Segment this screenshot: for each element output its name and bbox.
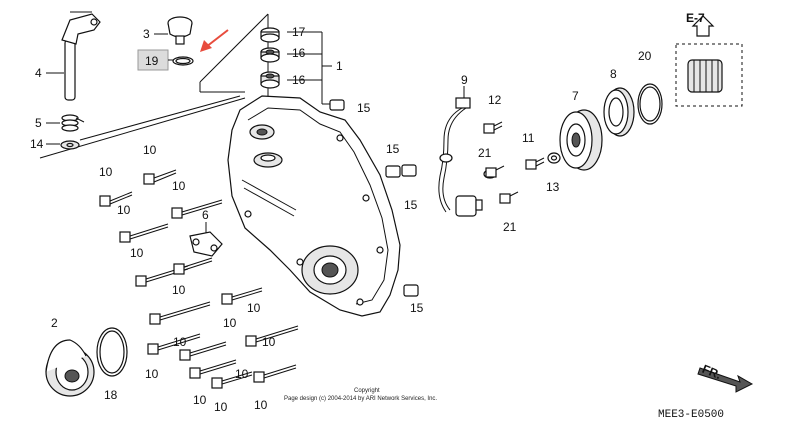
- label-10c: 10: [172, 179, 186, 193]
- small-bolts: [483, 121, 545, 204]
- label-10h: 10: [223, 316, 237, 330]
- cover-bolts: [99, 169, 299, 389]
- label-7: 7: [572, 89, 579, 103]
- seal-16b: [260, 71, 280, 89]
- label-16a: 16: [292, 46, 306, 60]
- label-11: 11: [522, 131, 535, 145]
- callout-labels: 1 2 3 4 5 6 7 8 9 10 10 10 10 10 10 10 1…: [30, 25, 652, 414]
- label-ticks: [46, 33, 168, 145]
- label-13: 13: [546, 180, 560, 194]
- crankcase-cover: [227, 95, 401, 317]
- label-10f: 10: [172, 283, 186, 297]
- label-21a: 21: [478, 146, 492, 160]
- label-6: 6: [202, 208, 209, 222]
- label-10l: 10: [235, 367, 249, 381]
- label-10a: 10: [143, 143, 157, 157]
- label-15c: 15: [404, 198, 418, 212]
- label-3: 3: [143, 27, 150, 41]
- label-10i: 10: [173, 335, 187, 349]
- ref-label: E-7: [686, 11, 705, 25]
- oil-filler-cap: [167, 16, 193, 45]
- label-10b: 10: [99, 165, 113, 179]
- label-19: 19: [145, 54, 159, 68]
- washer-13: [547, 152, 561, 164]
- label-15b: 15: [386, 142, 400, 156]
- label-21b: 21: [503, 220, 517, 234]
- callout-19-highlight: 19: [137, 49, 174, 71]
- return-spring: [61, 114, 85, 132]
- label-10k: 10: [145, 367, 159, 381]
- label-9: 9: [461, 73, 468, 87]
- diagram-code: MEE3-E0500: [658, 409, 724, 421]
- seal-16a: [260, 47, 280, 63]
- label-14: 14: [30, 137, 44, 151]
- label-8: 8: [610, 67, 617, 81]
- front-label: FR.: [700, 362, 723, 382]
- cap-17: [260, 27, 280, 43]
- label-10j: 10: [262, 335, 276, 349]
- label-18: 18: [104, 388, 118, 402]
- label-17: 17: [292, 25, 306, 39]
- generator-cover: [45, 339, 95, 397]
- label-10o: 10: [254, 398, 268, 412]
- label-20: 20: [638, 49, 652, 63]
- label-10d: 10: [117, 203, 131, 217]
- label-16b: 16: [292, 73, 306, 87]
- label-1: 1: [336, 59, 343, 73]
- washer-14: [60, 140, 80, 150]
- label-15a: 15: [357, 101, 371, 115]
- label-10e: 10: [130, 246, 144, 260]
- copyright-line2: Page design (c) 2004-2014 by ARI Network…: [284, 396, 437, 402]
- label-15d: 15: [410, 301, 424, 315]
- starter-clutch: [559, 109, 603, 171]
- shift-spindle: [61, 13, 101, 101]
- dowel-pins: [329, 99, 419, 297]
- gasket-18: [96, 327, 128, 377]
- label-5: 5: [35, 116, 42, 130]
- copyright-line1: Copyright: [354, 388, 380, 394]
- ref-e7-box: [675, 15, 743, 107]
- label-10g: 10: [247, 301, 261, 315]
- label-4: 4: [35, 66, 42, 80]
- one-way-clutch: [603, 87, 635, 137]
- o-ring-19: [172, 56, 194, 66]
- label-10n: 10: [214, 400, 228, 414]
- snap-ring-20: [637, 83, 663, 125]
- label-10m: 10: [193, 393, 207, 407]
- label-12: 12: [488, 93, 502, 107]
- bracket-6: [189, 231, 223, 257]
- highlight-arrow: [200, 29, 229, 52]
- label-2: 2: [51, 316, 58, 330]
- front-direction-arrow: [697, 367, 754, 393]
